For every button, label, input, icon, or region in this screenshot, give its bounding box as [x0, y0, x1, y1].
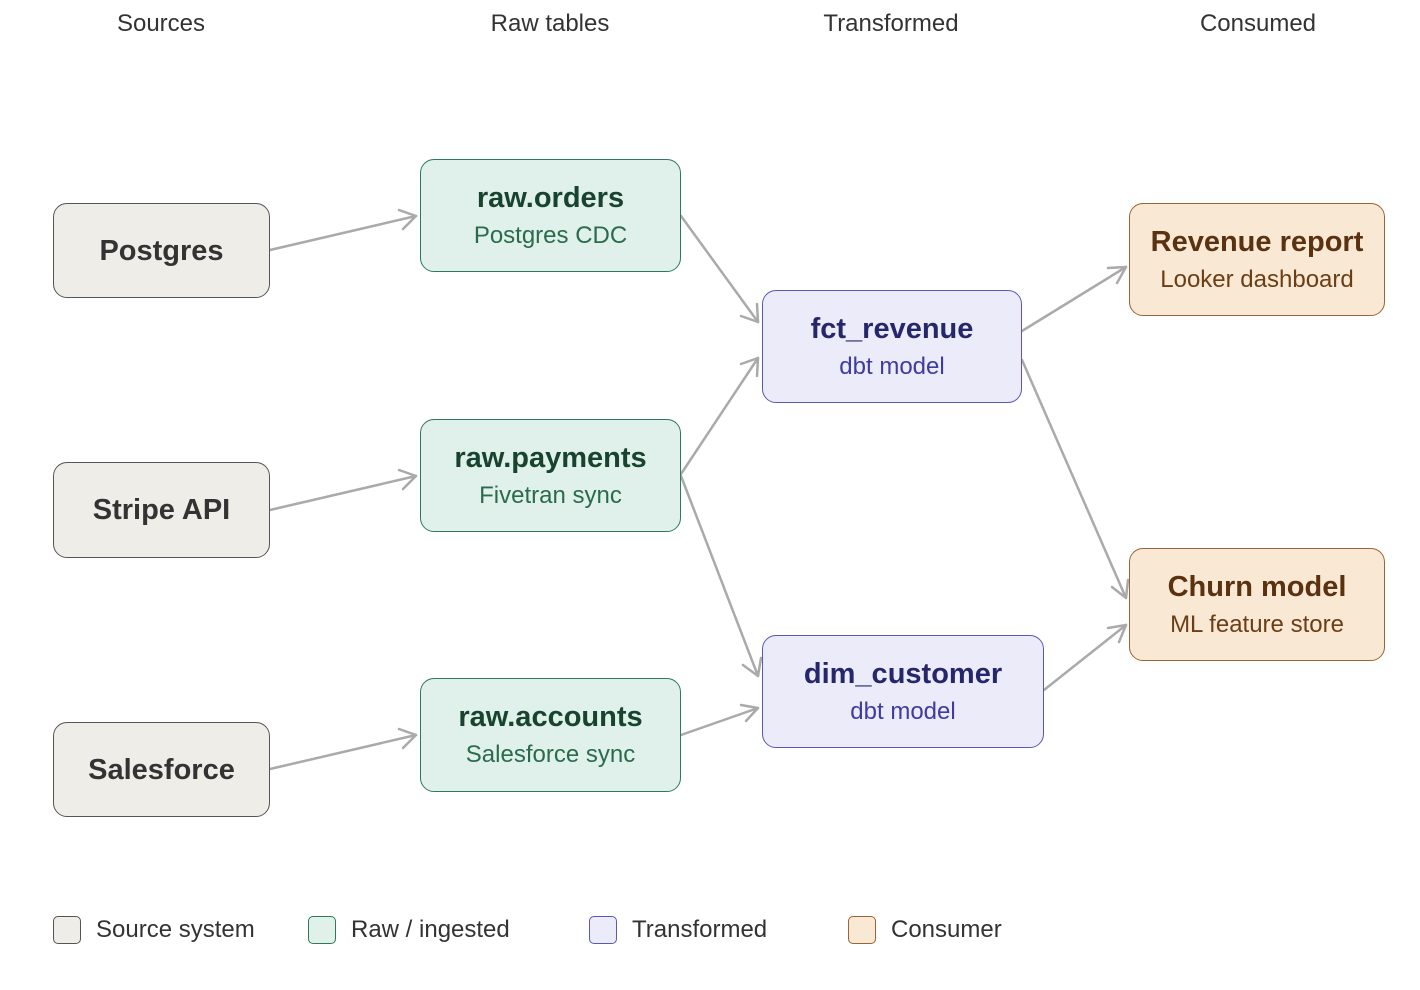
- legend-label: Source system: [96, 916, 255, 943]
- edge-fct-revenue-churn-model: [1020, 358, 1130, 600]
- node-title: Stripe API: [92, 494, 231, 526]
- legend-swatch: [53, 916, 81, 944]
- column-header-transformed: Transformed: [823, 10, 959, 37]
- edge-dim-customer-churn-model: [1042, 623, 1128, 692]
- node-churn-model[interactable]: Churn model ML feature store: [1129, 548, 1385, 661]
- node-raw-accounts[interactable]: raw.accounts Salesforce sync: [420, 678, 681, 792]
- legend-item-raw-ingested: Raw / ingested: [308, 916, 510, 944]
- node-title: raw.orders: [476, 181, 625, 214]
- legend-item-consumer: Consumer: [848, 916, 1002, 944]
- node-subtitle: Fivetran sync: [479, 481, 622, 509]
- node-title: fct_revenue: [810, 312, 974, 345]
- edge-raw-orders-fct-revenue: [679, 214, 760, 324]
- legend-label: Raw / ingested: [351, 916, 510, 943]
- node-fct-revenue[interactable]: fct_revenue dbt model: [762, 290, 1022, 403]
- edge-raw-accounts-dim-customer: [679, 703, 760, 737]
- legend-swatch: [848, 916, 876, 944]
- legend-item-source-system: Source system: [53, 916, 255, 944]
- node-stripe-api[interactable]: Stripe API: [53, 462, 270, 558]
- node-subtitle: Salesforce sync: [465, 741, 636, 768]
- edge-raw-payments-dim-customer: [679, 474, 763, 678]
- legend-item-transformed: Transformed: [589, 916, 767, 944]
- legend-swatch: [308, 916, 336, 944]
- node-subtitle: dbt model: [850, 697, 956, 725]
- legend-label: Transformed: [632, 916, 768, 943]
- node-title: raw.payments: [454, 441, 647, 474]
- node-title: Postgres: [99, 234, 224, 267]
- edge-stripe-raw-payments: [268, 468, 418, 512]
- node-subtitle: ML feature store: [1170, 610, 1344, 638]
- node-title: Salesforce: [88, 753, 235, 786]
- node-dim-customer[interactable]: dim_customer dbt model: [762, 635, 1044, 748]
- node-subtitle: Postgres CDC: [473, 221, 628, 249]
- node-revenue-report[interactable]: Revenue report Looker dashboard: [1129, 203, 1385, 316]
- column-header-raw-tables: Raw tables: [490, 10, 610, 37]
- legend-label: Consumer: [891, 916, 1002, 943]
- column-header-sources: Sources: [116, 10, 206, 37]
- node-subtitle: dbt model: [839, 352, 945, 380]
- edge-fct-revenue-revenue-report: [1020, 265, 1128, 333]
- column-header-consumed: Consumed: [1199, 10, 1317, 37]
- node-title: Revenue report: [1150, 225, 1364, 258]
- node-postgres[interactable]: Postgres: [53, 203, 270, 298]
- node-subtitle: Looker dashboard: [1160, 265, 1354, 293]
- edge-salesforce-raw-accounts: [268, 727, 418, 771]
- edge-raw-payments-fct-revenue: [679, 356, 760, 476]
- node-title: Churn model: [1167, 570, 1347, 603]
- node-title: raw.accounts: [458, 701, 643, 733]
- node-title: dim_customer: [803, 657, 1003, 690]
- legend-swatch: [589, 916, 617, 944]
- edge-postgres-raw-orders: [268, 208, 418, 252]
- node-salesforce[interactable]: Salesforce: [53, 722, 270, 817]
- node-raw-payments[interactable]: raw.payments Fivetran sync: [420, 419, 681, 532]
- node-raw-orders[interactable]: raw.orders Postgres CDC: [420, 159, 681, 272]
